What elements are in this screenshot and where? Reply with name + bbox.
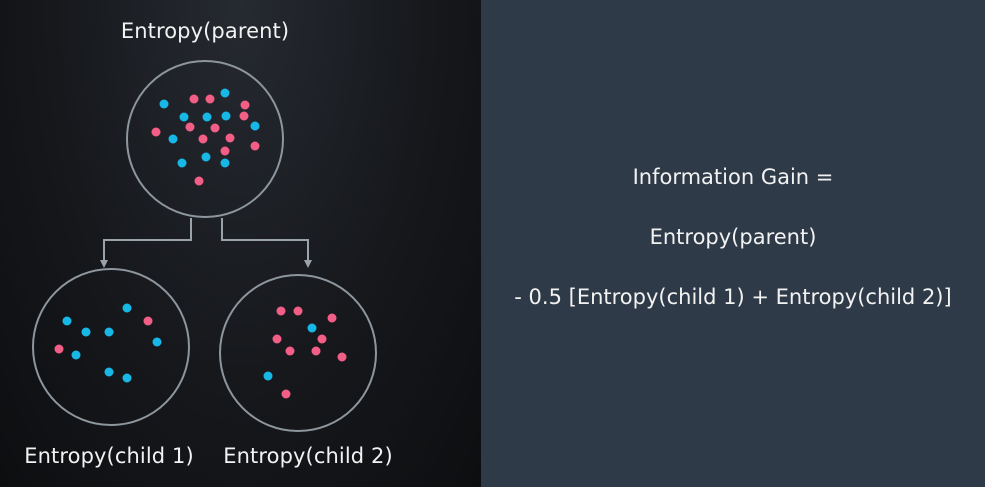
blue-dot <box>104 367 114 377</box>
pink-dot <box>143 316 153 326</box>
blue-dot <box>122 303 132 313</box>
blue-dot <box>201 152 211 162</box>
child2-dots <box>263 306 347 399</box>
parent-entropy-label: Entropy(parent) <box>120 19 290 43</box>
pink-dot <box>225 133 235 143</box>
blue-dot <box>220 158 230 168</box>
child1-entropy-label: Entropy(child 1) <box>24 444 194 468</box>
pink-dot <box>210 123 220 133</box>
pink-dot <box>205 94 215 104</box>
pink-dot <box>285 346 295 356</box>
formula-title: Information Gain = <box>632 165 834 189</box>
pink-dot <box>293 306 303 316</box>
parent-node-circle <box>126 60 284 218</box>
child1-dots <box>54 303 162 383</box>
blue-dot <box>220 88 230 98</box>
blue-dot <box>104 327 114 337</box>
pink-dot <box>151 127 161 137</box>
pink-dot <box>337 352 347 362</box>
blue-dot <box>221 111 231 121</box>
blue-dot <box>122 373 132 383</box>
formula-parent-term: Entropy(parent) <box>649 225 817 249</box>
pink-dot <box>317 334 327 344</box>
blue-dot <box>263 371 273 381</box>
pink-dot <box>239 111 249 121</box>
pink-dot <box>185 122 195 132</box>
blue-dot <box>168 134 178 144</box>
pink-dot <box>220 146 230 156</box>
pink-dot <box>327 313 337 323</box>
pink-dot <box>240 100 250 110</box>
pink-dot <box>54 344 64 354</box>
blue-dot <box>307 323 317 333</box>
blue-dot <box>179 112 189 122</box>
arrow-to-child2 <box>221 218 312 268</box>
child1-node-circle <box>32 268 190 426</box>
pink-dot <box>189 94 199 104</box>
pink-dot <box>250 141 260 151</box>
child2-node-circle <box>219 274 377 432</box>
blue-dot <box>81 327 91 337</box>
formula-children-term: - 0.5 [Entropy(child 1) + Entropy(child … <box>514 285 952 309</box>
pink-dot <box>276 306 286 316</box>
blue-dot <box>250 121 260 131</box>
child2-entropy-label: Entropy(child 2) <box>223 444 393 468</box>
blue-dot <box>71 350 81 360</box>
blue-dot <box>177 158 187 168</box>
pink-dot <box>272 334 282 344</box>
pink-dot <box>198 134 208 144</box>
blue-dot <box>152 337 162 347</box>
pink-dot <box>281 389 291 399</box>
blue-dot <box>159 99 169 109</box>
parent-dots <box>151 88 260 186</box>
blue-dot <box>62 316 72 326</box>
pink-dot <box>194 176 204 186</box>
pink-dot <box>311 346 321 356</box>
formula-panel <box>481 0 985 487</box>
split-diagram <box>32 60 377 432</box>
blue-dot <box>202 112 212 122</box>
arrow-to-child1 <box>100 218 192 268</box>
